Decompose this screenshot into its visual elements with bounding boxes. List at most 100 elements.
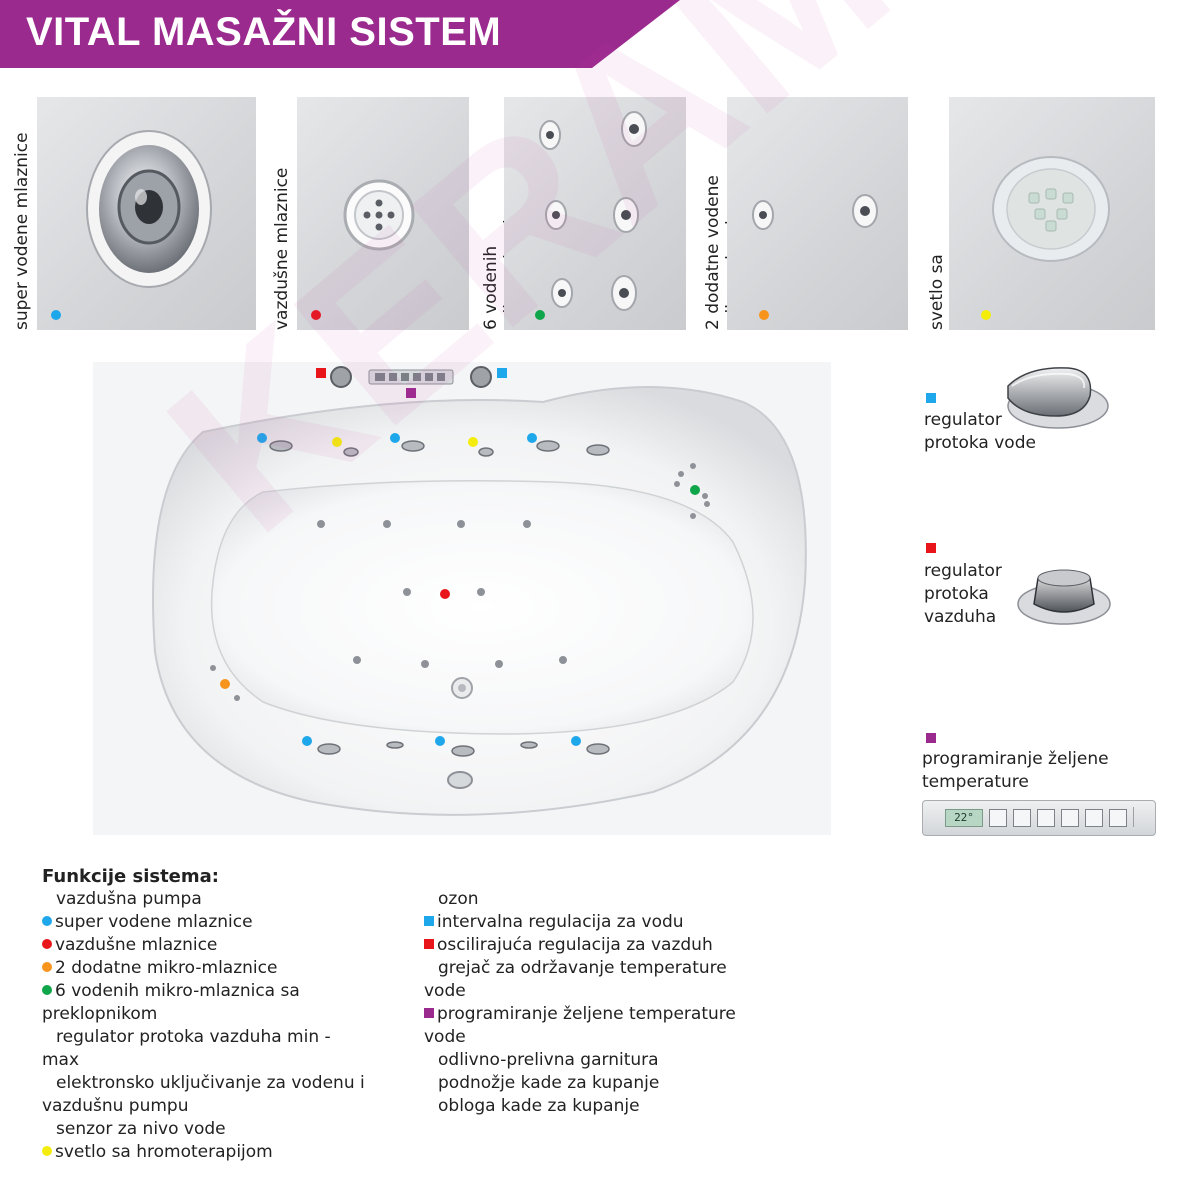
photo-chromotherapy-light bbox=[949, 97, 1155, 330]
function-text: vode bbox=[424, 1027, 466, 1047]
function-item: oscilirajuća regulacija za vazduh bbox=[424, 934, 804, 957]
panel-brand-icon bbox=[1133, 807, 1144, 827]
marker-green-dot bbox=[535, 310, 545, 320]
function-text: grejač za održavanje temperature bbox=[438, 958, 727, 978]
marker-blue-dot bbox=[435, 736, 445, 746]
bathtub-diagram bbox=[93, 362, 831, 835]
label-air-flow-regulator: regulator protoka vazduha bbox=[924, 561, 1002, 627]
marker-blue-dot bbox=[257, 433, 267, 443]
extra-jets-icon bbox=[752, 194, 878, 230]
function-text: podnožje kade za kupanje bbox=[438, 1073, 660, 1093]
marker-dot bbox=[42, 1146, 52, 1156]
panel-button-icon[interactable] bbox=[989, 809, 1007, 827]
function-item: elektronsko uključivanje za vodenu i bbox=[42, 1072, 422, 1095]
functions-list-left: vazdušna pumpa super vodene mlaznice vazdu… bbox=[42, 888, 422, 1164]
panel-button-icon[interactable] bbox=[1085, 809, 1103, 827]
functions-list-right: ozon intervalna regulacija za vodu oscilir… bbox=[424, 888, 804, 1118]
function-text: preklopnikom bbox=[42, 1004, 158, 1024]
function-item: ozon bbox=[424, 888, 804, 911]
function-text: super vodene mlaznice bbox=[55, 912, 253, 932]
marker-blue-square bbox=[497, 368, 507, 378]
function-text: programiranje željene temperature bbox=[437, 1004, 736, 1024]
bathtub-illustration bbox=[93, 362, 831, 835]
function-text: obloga kade za kupanje bbox=[438, 1096, 640, 1116]
function-text: 6 vodenih mikro-mlaznica sa bbox=[55, 981, 300, 1001]
photo-label-super-jets: super vodene mlaznice bbox=[12, 132, 32, 330]
function-item: grejač za održavanje temperature bbox=[424, 957, 804, 980]
function-text: oscilirajuća regulacija za vazduh bbox=[437, 935, 713, 955]
header-banner: VITAL MASAŽNI SISTEM bbox=[0, 0, 680, 68]
marker-square bbox=[424, 1008, 434, 1018]
function-item: vode bbox=[424, 1026, 804, 1049]
marker-blue-dot bbox=[527, 433, 537, 443]
marker-blue-dot bbox=[51, 310, 61, 320]
function-item: vazdušna pumpa bbox=[42, 888, 422, 911]
function-item: 2 dodatne mikro-mlaznice bbox=[42, 957, 422, 980]
function-text: vode bbox=[424, 981, 466, 1001]
function-item: vazdušne mlaznice bbox=[42, 934, 422, 957]
air-regulator-knob-icon bbox=[1017, 569, 1111, 625]
functions-title: Funkcije sistema: bbox=[42, 866, 219, 887]
panel-button-icon[interactable] bbox=[1013, 809, 1031, 827]
marker-orange-dot bbox=[220, 679, 230, 689]
panel-button-icon[interactable] bbox=[1061, 809, 1079, 827]
function-text: vazdušne mlaznice bbox=[55, 935, 218, 955]
marker-blue-dot bbox=[302, 736, 312, 746]
photo-air-jet bbox=[297, 97, 469, 330]
function-text: regulator protoka vazduha min - bbox=[56, 1027, 331, 1047]
page-title: VITAL MASAŽNI SISTEM bbox=[26, 10, 502, 54]
function-item: senzor za nivo vode bbox=[42, 1118, 422, 1141]
panel-button-icon[interactable] bbox=[1109, 809, 1127, 827]
function-text: odlivno-prelivna garnitura bbox=[438, 1050, 659, 1070]
photo-micro-jets bbox=[504, 97, 686, 330]
function-text: 2 dodatne mikro-mlaznice bbox=[55, 958, 278, 978]
panel-button-icon[interactable] bbox=[1037, 809, 1055, 827]
marker-yellow-dot bbox=[981, 310, 991, 320]
marker-orange-dot bbox=[759, 310, 769, 320]
marker-dot bbox=[42, 939, 52, 949]
function-item: obloga kade za kupanje bbox=[424, 1095, 804, 1118]
function-item: vazdušnu pumpu bbox=[42, 1095, 422, 1118]
micro-jets-icon bbox=[539, 111, 647, 311]
marker-dot bbox=[42, 962, 52, 972]
function-item: vode bbox=[424, 980, 804, 1003]
marker-blue-dot bbox=[571, 736, 581, 746]
marker-purple-square bbox=[406, 388, 416, 398]
function-item: odlivno-prelivna garnitura bbox=[424, 1049, 804, 1072]
marker-red-dot bbox=[311, 310, 321, 320]
function-item: intervalna regulacija za vodu bbox=[424, 911, 804, 934]
light-icon bbox=[992, 156, 1110, 262]
marker-red-square bbox=[926, 543, 936, 553]
super-jet-icon bbox=[86, 130, 212, 288]
control-panel: 22° bbox=[922, 800, 1156, 836]
function-item: programiranje željene temperature bbox=[424, 1003, 804, 1026]
label-temperature-programming: programiranje željene temperature bbox=[922, 749, 1109, 792]
function-item: podnožje kade za kupanje bbox=[424, 1072, 804, 1095]
banner-shape bbox=[0, 0, 680, 68]
label-water-flow-regulator: regulator protoka vode bbox=[924, 410, 1036, 453]
marker-yellow-dot bbox=[468, 437, 478, 447]
function-text: max bbox=[42, 1050, 80, 1070]
function-item: preklopnikom bbox=[42, 1003, 422, 1026]
function-text: vazdušna pumpa bbox=[56, 889, 202, 909]
marker-purple-square bbox=[926, 733, 936, 743]
function-text: elektronsko uključivanje za vodenu i bbox=[56, 1073, 365, 1093]
function-text: vazdušnu pumpu bbox=[42, 1096, 189, 1116]
marker-red-square bbox=[316, 368, 326, 378]
marker-square bbox=[424, 916, 434, 926]
marker-square bbox=[424, 939, 434, 949]
function-text: svetlo sa hromoterapijom bbox=[55, 1142, 273, 1162]
function-item: 6 vodenih mikro-mlaznica sa bbox=[42, 980, 422, 1003]
marker-blue-square bbox=[926, 393, 936, 403]
air-jet-icon bbox=[343, 179, 415, 251]
function-text: senzor za nivo vode bbox=[56, 1119, 226, 1139]
function-item: super vodene mlaznice bbox=[42, 911, 422, 934]
marker-red-dot bbox=[440, 589, 450, 599]
marker-blue-dot bbox=[390, 433, 400, 443]
function-item: max bbox=[42, 1049, 422, 1072]
function-item: svetlo sa hromoterapijom bbox=[42, 1141, 422, 1164]
function-text: ozon bbox=[438, 889, 479, 909]
marker-dot bbox=[42, 985, 52, 995]
function-text: intervalna regulacija za vodu bbox=[437, 912, 684, 932]
photo-super-jet bbox=[37, 97, 256, 330]
